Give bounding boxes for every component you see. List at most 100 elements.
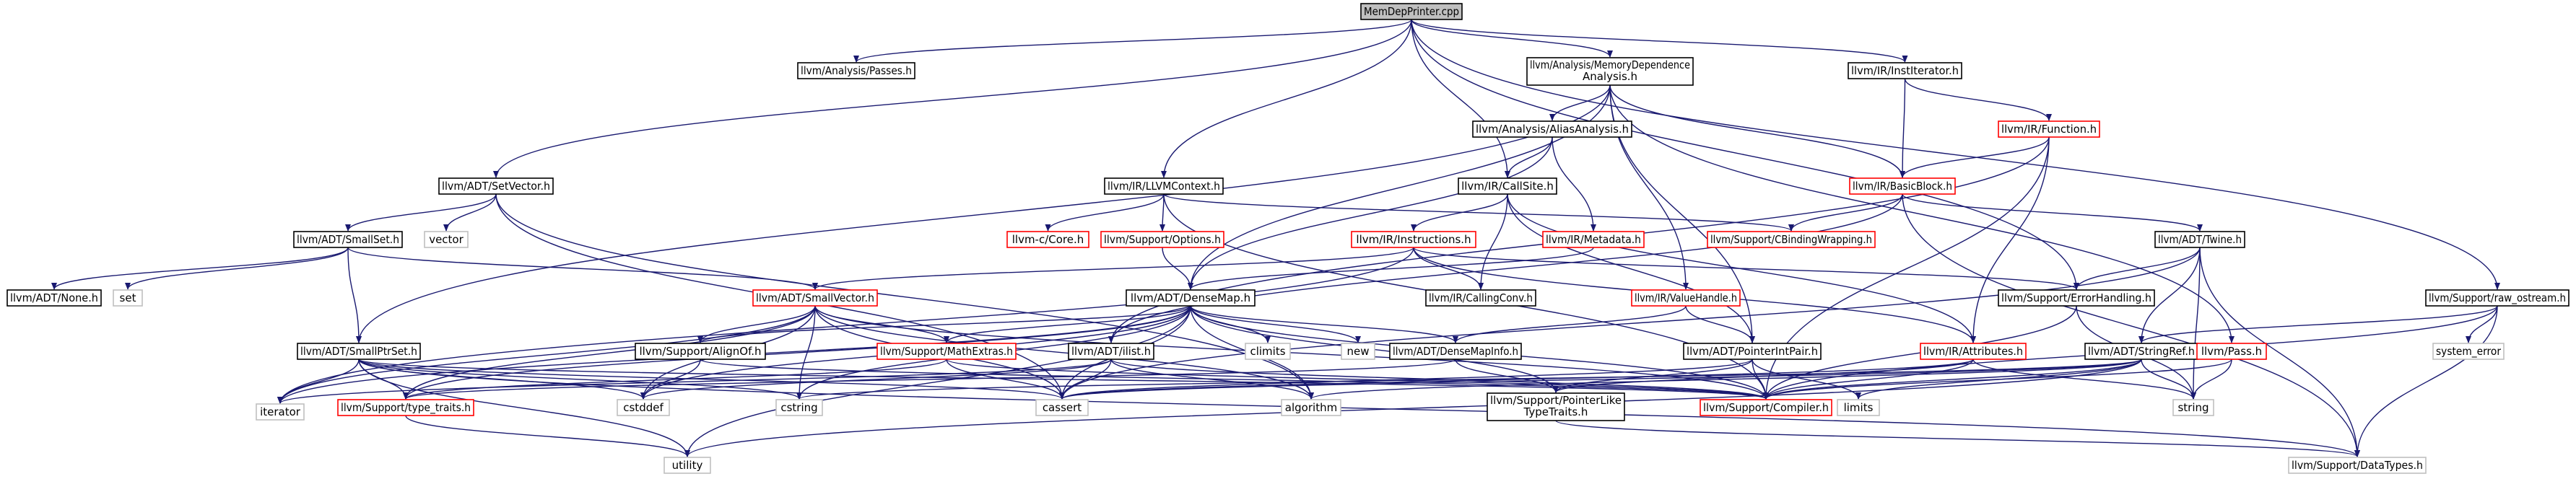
node-label-none: llvm/ADT/None.h bbox=[10, 291, 98, 304]
node-label-options: llvm/Support/Options.h bbox=[1104, 233, 1221, 246]
node-none[interactable]: llvm/ADT/None.h bbox=[6, 289, 102, 307]
node-typetraits[interactable]: llvm/Support/type_traits.h bbox=[337, 399, 474, 416]
node-smallset[interactable]: llvm/ADT/SmallSet.h bbox=[293, 231, 403, 248]
node-pointerintpair[interactable]: llvm/ADT/PointerIntPair.h bbox=[1683, 343, 1822, 360]
node-box-basicblock bbox=[1849, 177, 1956, 195]
node-box-attributes bbox=[1920, 343, 2027, 360]
node-box-options bbox=[1100, 231, 1224, 248]
node-label-algorithm: algorithm bbox=[1285, 401, 1337, 414]
node-box-mathextras bbox=[876, 343, 1017, 360]
node-compiler[interactable]: llvm/Support/Compiler.h bbox=[1700, 399, 1832, 416]
node-mathextras[interactable]: llvm/Support/MathExtras.h bbox=[876, 343, 1017, 360]
node-label-function: llvm/IR/Function.h bbox=[2001, 123, 2097, 136]
edge-smallvector-to-iterator bbox=[277, 305, 816, 404]
node-set[interactable]: set bbox=[113, 289, 143, 307]
node-passes[interactable]: llvm/Analysis/Passes.h bbox=[797, 62, 915, 79]
node-label-errorhandling: llvm/Support/ErrorHandling.h bbox=[2001, 291, 2151, 304]
node-box-errorhandling bbox=[1998, 289, 2155, 307]
edge-densemap-to-mathextras bbox=[944, 305, 1191, 343]
node-label-string: string bbox=[2177, 401, 2209, 414]
edge-root-to-setvector bbox=[493, 19, 1412, 178]
node-label-instructions: llvm/IR/Instructions.h bbox=[1356, 233, 1471, 246]
node-string[interactable]: string bbox=[2172, 399, 2214, 416]
node-smallptrset[interactable]: llvm/ADT/SmallPtrSet.h bbox=[297, 343, 421, 360]
node-label-compiler: llvm/Support/Compiler.h bbox=[1703, 401, 1829, 414]
node-vector[interactable]: vector bbox=[424, 231, 469, 248]
edge-pointerliketypetraits-to-datatypes bbox=[1555, 420, 2360, 457]
node-ilist[interactable]: llvm/ADT/ilist.h bbox=[1068, 343, 1154, 360]
node-cstring[interactable]: cstring bbox=[775, 399, 823, 416]
node-iterator[interactable]: iterator bbox=[256, 403, 305, 421]
edge-callsite-to-callingconv bbox=[1478, 193, 1508, 290]
node-box-passes bbox=[797, 62, 915, 79]
node-label-mathextras: llvm/Support/MathExtras.h bbox=[880, 345, 1013, 358]
edge-callsite-to-instructions bbox=[1411, 193, 1508, 232]
node-alignof[interactable]: llvm/Support/AlignOf.h bbox=[635, 343, 766, 360]
node-algorithm[interactable]: algorithm bbox=[1281, 399, 1341, 416]
node-function[interactable]: llvm/IR/Function.h bbox=[1998, 120, 2100, 138]
node-box-climits bbox=[1245, 343, 1291, 360]
node-datatypes[interactable]: llvm/Support/DataTypes.h bbox=[2288, 457, 2427, 474]
node-utility[interactable]: utility bbox=[663, 457, 711, 474]
node-root[interactable]: MemDepPrinter.cpp bbox=[1360, 3, 1463, 20]
node-label-pointerintpair: llvm/ADT/PointerIntPair.h bbox=[1687, 345, 1818, 358]
edge-instructions-to-iterator bbox=[277, 247, 1414, 404]
edge-pointerintpair-to-cassert bbox=[1059, 359, 1753, 400]
node-stringref[interactable]: llvm/ADT/StringRef.h bbox=[2084, 343, 2198, 360]
node-densemap[interactable]: llvm/ADT/DenseMap.h bbox=[1126, 289, 1256, 307]
node-rawostream[interactable]: llvm/Support/raw_ostream.h bbox=[2425, 289, 2570, 307]
node-climits[interactable]: climits bbox=[1245, 343, 1291, 360]
node-box-ccore bbox=[1006, 231, 1089, 248]
edge-densemap-to-typetraits bbox=[403, 305, 1191, 400]
edge-llvmcontext-to-options bbox=[1159, 193, 1166, 232]
node-label-institerator: llvm/IR/InstIterator.h bbox=[1851, 64, 1959, 77]
node-cassert[interactable]: cassert bbox=[1035, 399, 1089, 416]
node-options[interactable]: llvm/Support/Options.h bbox=[1100, 231, 1224, 248]
node-new[interactable]: new bbox=[1341, 343, 1375, 360]
node-llvmcontext[interactable]: llvm/IR/LLVMContext.h bbox=[1104, 177, 1224, 195]
node-callingconv[interactable]: llvm/IR/CallingConv.h bbox=[1425, 289, 1536, 307]
node-cbinding[interactable]: llvm/Support/CBindingWrapping.h bbox=[1707, 231, 1876, 248]
node-cstddef[interactable]: cstddef bbox=[617, 399, 670, 416]
node-box-limits bbox=[1837, 399, 1880, 416]
edge-ilist-to-algorithm bbox=[1110, 359, 1314, 400]
node-box-smallvector bbox=[752, 289, 878, 307]
edge-instructions-to-callingconv bbox=[1413, 247, 1484, 290]
edge-root-to-rawostream bbox=[1411, 19, 2500, 290]
node-box-vector bbox=[424, 231, 469, 248]
edge-aliasanalysis-to-callsite bbox=[1505, 136, 1553, 178]
node-basicblock[interactable]: llvm/IR/BasicBlock.h bbox=[1849, 177, 1956, 195]
node-aliasanalysis[interactable]: llvm/Analysis/AliasAnalysis.h bbox=[1472, 120, 1632, 138]
node-systemerror[interactable]: system_error bbox=[2432, 343, 2505, 360]
node-box-datatypes bbox=[2288, 457, 2427, 474]
edge-smallset-to-smallvector bbox=[347, 247, 818, 290]
node-box-rawostream bbox=[2425, 289, 2570, 307]
node-attributes[interactable]: llvm/IR/Attributes.h bbox=[1920, 343, 2027, 360]
node-setvector[interactable]: llvm/ADT/SetVector.h bbox=[438, 177, 554, 195]
node-metadata[interactable]: llvm/IR/Metadata.h bbox=[1542, 231, 1645, 248]
node-label-cbinding: llvm/Support/CBindingWrapping.h bbox=[1710, 233, 1872, 246]
node-twine[interactable]: llvm/ADT/Twine.h bbox=[2154, 231, 2245, 248]
node-pass[interactable]: llvm/Pass.h bbox=[2196, 343, 2267, 360]
node-instructions[interactable]: llvm/IR/Instructions.h bbox=[1351, 231, 1476, 248]
edge-instructions-to-errorhandling bbox=[1413, 247, 2079, 290]
node-errorhandling[interactable]: llvm/Support/ErrorHandling.h bbox=[1998, 289, 2155, 307]
node-box-cassert bbox=[1035, 399, 1089, 416]
node-label-aliasanalysis: llvm/Analysis/AliasAnalysis.h bbox=[1476, 123, 1629, 136]
node-smallvector[interactable]: llvm/ADT/SmallVector.h bbox=[752, 289, 878, 307]
edge-rawostream-to-stringref bbox=[2138, 305, 2498, 343]
node-valuehandle[interactable]: llvm/IR/ValueHandle.h bbox=[1631, 289, 1741, 307]
edge-attributes-to-string bbox=[1972, 359, 2196, 400]
node-callsite[interactable]: llvm/IR/CallSite.h bbox=[1458, 177, 1557, 195]
edge-aliasanalysis-to-densemap bbox=[1188, 136, 1553, 290]
node-ccore[interactable]: llvm-c/Core.h bbox=[1006, 231, 1089, 248]
node-label-cstddef: cstddef bbox=[623, 401, 663, 414]
node-densemapinfo[interactable]: llvm/ADT/DenseMapInfo.h bbox=[1389, 343, 1522, 360]
node-limits[interactable]: limits bbox=[1837, 399, 1880, 416]
edge-rawostream-to-systemerror bbox=[2466, 305, 2498, 343]
node-institerator[interactable]: llvm/IR/InstIterator.h bbox=[1848, 62, 1962, 79]
edge-basicblock-to-datatypes bbox=[1902, 193, 2360, 457]
edge-ilist-to-cstddef bbox=[640, 359, 1112, 400]
